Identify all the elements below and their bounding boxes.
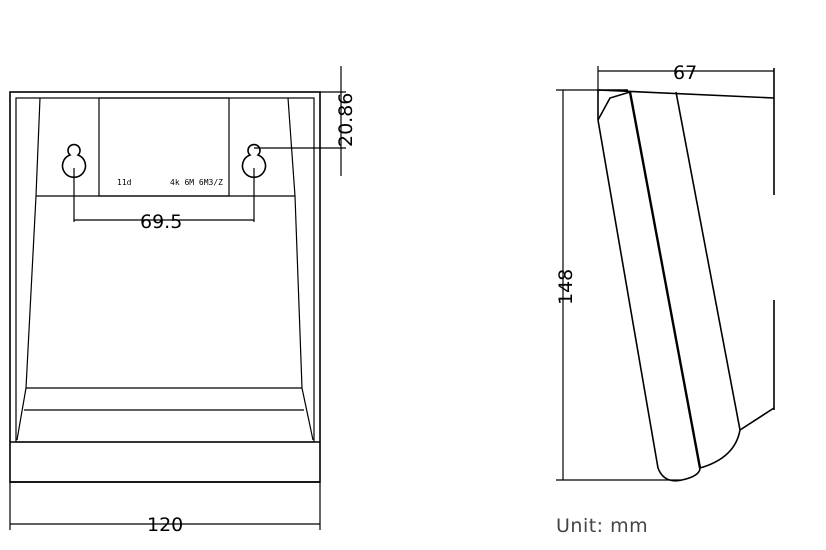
side-view: 67 148 [555,62,775,482]
front-bottom-curve [657,467,683,482]
lower-tip [681,467,701,481]
label-mark-left: 11d [117,178,132,187]
lower-curve [699,429,741,469]
unit-label: Unit: [556,515,604,537]
unit-value: mm [610,515,649,537]
front-view: 11d 4k 6M 6M3/Z 69.5 20.86 120 [9,66,357,536]
label-plate [98,97,230,197]
bracket-lower-edge [739,407,775,431]
front-outer-frame [9,91,321,483]
width-value: 120 [147,514,183,536]
housing-back-edge [675,91,741,431]
depth-value: 67 [673,62,697,84]
unit-caption: Unit: mm [556,515,648,537]
label-mark-right: 4k 6M 6M3/Z [170,178,223,187]
front-face-line [597,119,659,469]
hole-offset-value: 20.86 [335,93,357,147]
keyhole-left-icon [61,143,87,178]
housing-top-edge [597,89,775,99]
keyhole-right-icon [241,143,267,178]
funnel-right-edge [287,97,314,441]
hole-spacing-value: 69.5 [140,211,182,233]
front-inner-frame [15,97,315,443]
front-bevel [597,91,631,121]
lens-panel-line [628,91,702,469]
height-value: 148 [555,269,577,305]
funnel-left-edge [16,97,41,441]
